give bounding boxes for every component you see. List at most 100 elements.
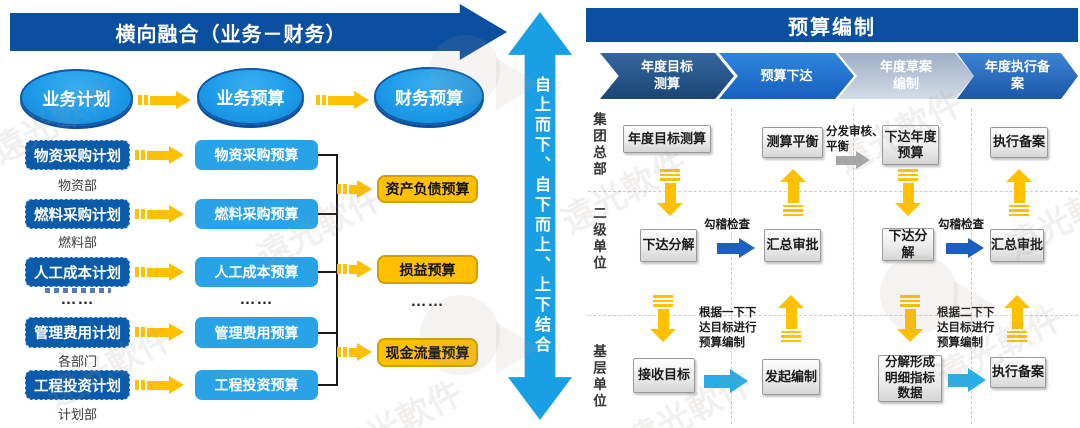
stage-chevron-draft-compile: 年度草案编制 [838, 53, 974, 99]
dept-label-admin: 各部门 [57, 354, 97, 369]
watermark-text: 遠光軟件 [330, 373, 469, 428]
secondary-note-check-2: 勾稽检查 [938, 219, 984, 231]
level-label-group-hq: 集团总部 [591, 112, 606, 178]
grid-dashed-horizontal-2 [588, 315, 1078, 316]
up-arrow-secondary-to-hq-1 [780, 169, 806, 216]
dept-label-materials: 物资部 [57, 178, 97, 193]
bracket-stub-3 [318, 271, 337, 273]
level-label-secondary-unit: 二级单位 [591, 206, 606, 272]
level-label-base-unit: 基层单位 [591, 344, 606, 410]
finance-label: 损益预算 [399, 261, 456, 278]
grid-dashed-vertical-3 [971, 108, 972, 424]
ellipsis-middle-column: …… [239, 291, 274, 308]
box-label: 汇总审批 [991, 237, 1044, 253]
left-banner-arrow: 横向融合（业务－财务） [10, 4, 507, 60]
ellipse-label: 业务预算 [216, 89, 285, 108]
bracket-vertical-line [336, 154, 338, 386]
bracket-stub-5 [318, 384, 337, 386]
down-arrow-secondary-to-base-2 [897, 295, 923, 342]
box-label: 分解形成明细指标数据 [884, 355, 935, 401]
box-label: 下达年度预算 [884, 128, 937, 160]
ellipsis-left-column: …… [60, 291, 95, 308]
box-label: 汇总审批 [766, 237, 819, 253]
bracket-stub-1 [318, 154, 337, 156]
finance-box-profit-loss: 损益预算 [377, 255, 478, 284]
plan-label: 管理费用计划 [34, 326, 121, 342]
plan-box-materials: 物资采购计划 [25, 140, 130, 170]
down-arrow-secondary-to-base-1 [650, 295, 676, 342]
cyan-arrow-base-1 [704, 369, 748, 393]
secondary-box-summary-approve-1: 汇总审批 [764, 229, 821, 262]
dept-label-investment: 计划部 [57, 407, 97, 422]
arrow-budget-to-finance [316, 91, 369, 109]
right-panel-header: 预算编制 [586, 8, 1078, 42]
box-label: 下达分解 [888, 228, 928, 260]
hq-note-distribute-review: 分发审核、平衡 [826, 126, 884, 153]
base-note-first-round: 根据一下下达目标进行预算编制 [699, 307, 757, 349]
finance-label: 资产负债预算 [385, 181, 470, 197]
stage-chevron-budget-issue: 预算下达 [719, 53, 854, 99]
arrow-row1 [135, 146, 184, 164]
blue-arrow-check-1 [717, 238, 755, 258]
plan-label: 燃料采购计划 [34, 207, 121, 224]
stage-chevron-execution-record: 年度执行备案 [957, 53, 1078, 99]
budget-box-materials: 物资采购预算 [195, 140, 318, 170]
hq-box-annual-target-calc: 年度目标测算 [623, 125, 711, 153]
gray-arrow-distribute [836, 151, 870, 169]
plan-box-fuel: 燃料采购计划 [25, 199, 130, 229]
budget-box-fuel: 燃料采购预算 [195, 199, 318, 229]
ellipse-business-plan: 业务计划 [20, 69, 133, 126]
stage-label: 年度执行备案 [984, 59, 1050, 91]
secondary-box-summary-approve-2: 汇总审批 [990, 229, 1044, 262]
arrow-row5 [135, 376, 184, 394]
arrow-row4 [135, 323, 184, 341]
budget-label: 工程投资预算 [214, 377, 299, 393]
base-box-receive-targets: 接收目标 [633, 358, 695, 393]
arrow-to-cash-flow [337, 343, 372, 361]
down-arrow-hq-to-secondary-1 [657, 169, 683, 216]
up-arrow-base-to-secondary-2 [1004, 295, 1030, 342]
ellipse-business-budget: 业务预算 [197, 68, 304, 125]
budget-box-investment: 工程投资预算 [195, 370, 318, 400]
center-double-arrow: 自上而下、自下而上、上下结合 [508, 12, 572, 420]
plan-label: 人工成本计划 [34, 265, 121, 282]
arrow-to-balance-sheet [337, 180, 372, 198]
clipped-label-fragment [45, 288, 111, 293]
ellipsis-finance-column: …… [410, 293, 445, 310]
down-arrow-hq-to-secondary-2 [895, 169, 921, 216]
arrow-to-profit-loss [337, 260, 372, 278]
secondary-box-issue-decompose-1: 下达分解 [640, 229, 697, 262]
ellipse-label: 业务计划 [42, 90, 111, 109]
grid-dashed-horizontal-1 [588, 191, 1078, 192]
budget-label: 物资采购预算 [214, 147, 299, 163]
cyan-arrow-base-2 [948, 368, 986, 392]
bracket-stub-2 [318, 213, 337, 215]
budget-box-admin: 管理费用预算 [195, 317, 318, 348]
box-label: 接收目标 [637, 367, 690, 383]
plan-label: 物资采购计划 [34, 148, 121, 165]
blue-arrow-check-2 [946, 238, 984, 258]
finance-box-balance-sheet: 资产负债预算 [377, 175, 478, 203]
stage-label: 预算下达 [760, 67, 813, 83]
arrow-row2 [135, 205, 184, 223]
up-arrow-secondary-to-hq-2 [1006, 169, 1032, 216]
ellipse-finance-budget: 财务预算 [374, 67, 484, 125]
hq-box-calc-balance: 测算平衡 [762, 127, 823, 158]
base-note-second-round: 根据二下下达目标进行预算编制 [937, 307, 995, 349]
secondary-note-check-1: 勾稽检查 [704, 219, 750, 231]
secondary-box-issue-decompose-2: 下达分解 [882, 228, 934, 261]
hq-box-execution-record: 执行备案 [990, 127, 1048, 158]
budget-label: 管理费用预算 [214, 324, 299, 341]
up-arrow-base-to-secondary-1 [778, 295, 804, 342]
stage-chevron-target-calc: 年度目标测算 [600, 53, 734, 99]
budget-label: 人工成本预算 [214, 264, 299, 280]
budget-label: 燃料采购预算 [214, 206, 299, 222]
finance-label: 现金流量预算 [385, 344, 470, 361]
ellipse-label: 财务预算 [395, 88, 463, 108]
dept-label-fuel: 燃料部 [57, 235, 97, 250]
grid-dashed-vertical-1 [731, 108, 732, 424]
box-label: 年度目标测算 [627, 130, 706, 146]
left-banner-title: 横向融合（业务－财务） [115, 23, 347, 46]
arrow-plan-to-budget [138, 91, 191, 109]
box-label: 发起编制 [764, 368, 817, 384]
